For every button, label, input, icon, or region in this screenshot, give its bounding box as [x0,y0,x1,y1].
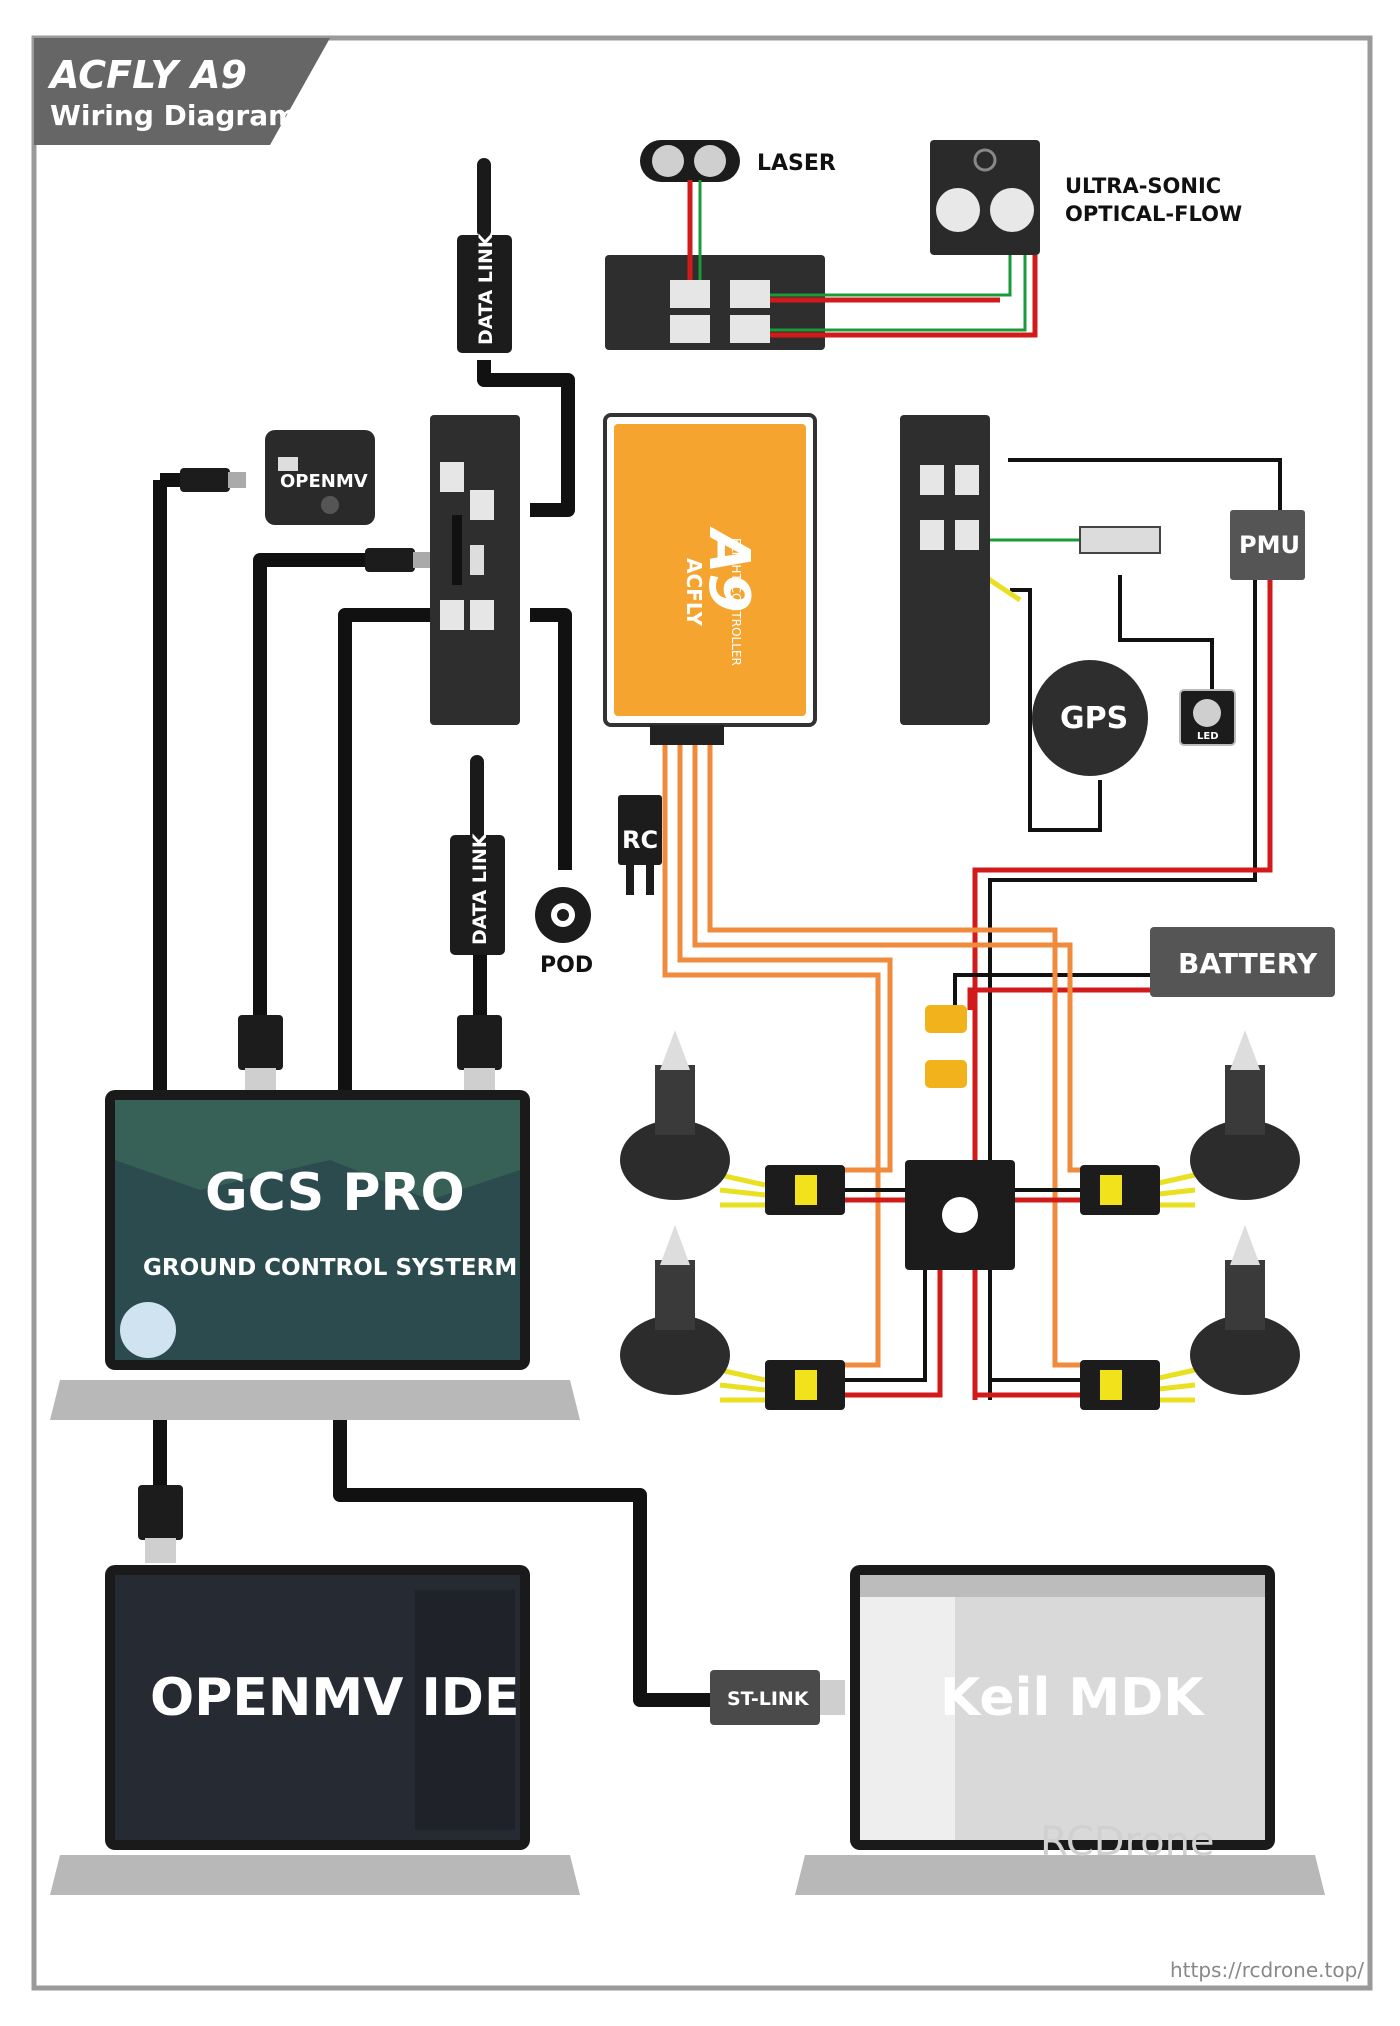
cable-usb-3 [338,608,440,1100]
wire-battery-black [953,973,1160,1010]
brand-subtitle: Wiring Diagram [50,99,297,132]
data-link-top-label: DATA LINK [475,232,497,345]
data-link-mid: DATA LINK [450,755,505,955]
xt60-connector [925,1005,967,1088]
data-link-top: DATA LINK [457,158,512,353]
wire-pmu-black-2 [988,580,1257,1400]
esc-top-left [765,1165,845,1215]
fc-logo: ACFLY [682,558,706,626]
interface-board-left [430,415,520,725]
ultrasonic-label-1: ULTRA-SONIC [1065,174,1221,198]
laptop-openmv-ide: OPENMV IDE [50,1565,580,1895]
openmv-ide-title: OPENMV IDE [150,1668,519,1728]
wire-pmu-red [972,580,1273,1400]
laser-sensor: LASER [640,140,836,182]
rc-receiver: RC [618,795,662,895]
st-link-adapter: ST-LINK [710,1670,845,1725]
usb-plug-2 [457,1015,502,1093]
usb-plug-1 [238,1015,283,1093]
wire-pmu-black [1008,458,1282,520]
esc-bottom-right [1080,1360,1160,1410]
cable-datalink-top [477,360,575,517]
wire-led [1118,575,1214,700]
battery-label-box: BATTERY [1150,927,1335,997]
led-module: LED [1179,689,1236,746]
pmu-label: PMU [1239,531,1300,559]
ultrasonic-label-2: OPTICAL-FLOW [1065,202,1242,226]
usb-connector-1 [180,468,246,492]
pdb-red-l2 [830,1270,943,1398]
laptop-gcs: GCS PRO GROUND CONTROL SYSTERM [50,1090,580,1420]
pmu-module: PMU [1230,510,1305,580]
openmv-label: OPENMV [280,471,368,492]
wire-orange-3 [692,745,1090,1173]
wire-orange-2 [677,745,893,1173]
fc-type: FLIGHT CONTROLLER [729,538,743,666]
source-url: https://rcdrone.top/ [1170,1958,1364,1982]
title-badge: ACFLY A9 Wiring Diagram [34,38,330,145]
cable-usb-2 [253,553,370,1020]
laser-label: LASER [757,151,836,176]
motor-bottom-left [620,1225,730,1395]
power-distribution-board [905,1160,1015,1270]
gcs-subtitle: GROUND CONTROL SYSTERM [143,1255,517,1281]
data-link-mid-label: DATA LINK [469,832,491,945]
laptop-keil-mdk: Keil MDK [795,1565,1325,1895]
pod-camera: POD [535,887,593,978]
wire-orange-1 [662,745,881,1368]
fc-model: A9 [696,526,761,612]
motor-top-left [620,1030,730,1200]
wire-orange-4 [707,745,1090,1368]
diagram-frame [31,35,1373,1991]
wire-splitter [1079,526,1161,554]
cable-pod [530,608,572,870]
wire-gps [1010,588,1102,832]
motor-top-right [1190,1030,1300,1200]
keil-title: Keil MDK [940,1668,1205,1728]
pdb-black-r2 [988,1270,1090,1382]
led-label: LED [1197,731,1219,742]
pdb-red-r2 [972,1270,1090,1398]
esc-top-right [1080,1165,1160,1215]
gcs-title: GCS PRO [205,1163,465,1223]
ultrasonic-sensor: ULTRA-SONIC OPTICAL-FLOW [930,140,1242,255]
esc-bottom-left [765,1360,845,1410]
st-link-label: ST-LINK [727,1688,810,1710]
gps-label: GPS [1060,701,1128,736]
interface-board-right [900,415,990,725]
pod-label: POD [540,953,593,978]
flight-controller: A9 FLIGHT CONTROLLER ACFLY [603,413,817,745]
usb-connector-2 [365,548,431,572]
brand-title: ACFLY A9 [47,53,247,97]
battery-label: BATTERY [1178,947,1318,980]
pdb-black-l2 [830,1270,927,1382]
gps-module: GPS [1032,660,1148,776]
motor-wires-tl [719,1172,766,1208]
sensor-hub-board [605,180,1038,350]
usb-plug-3 [138,1485,183,1563]
openmv-board: OPENMV [265,430,375,525]
cable-stlink [333,1420,712,1707]
watermark: RCDrone [1040,1819,1215,1865]
motor-bottom-right [1190,1225,1300,1395]
motor-wires-bl [719,1367,766,1403]
rc-label: RC [622,826,658,854]
wire-battery-red [967,987,1160,1010]
